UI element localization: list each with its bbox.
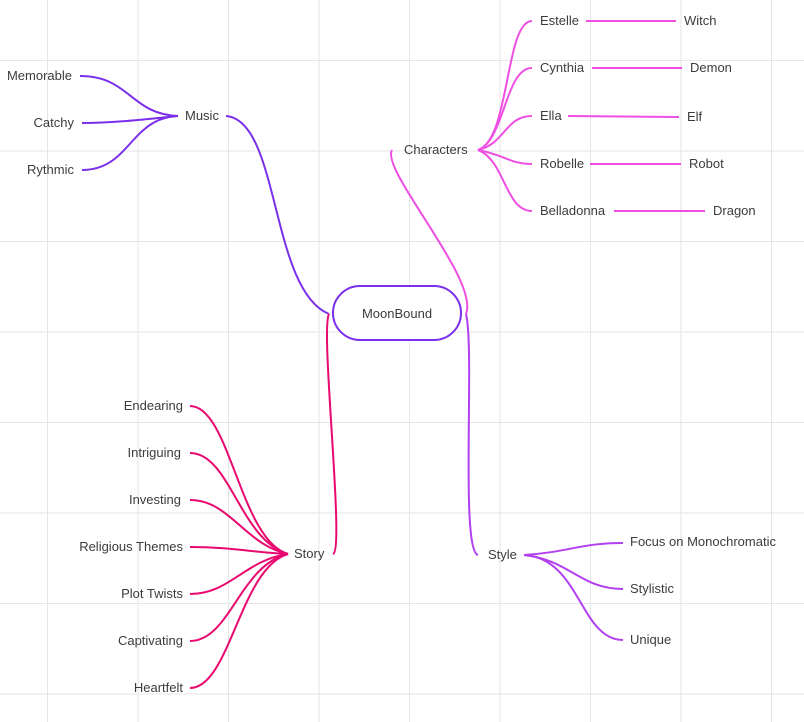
node-char-dragon[interactable]: Dragon [713,203,756,218]
node-story-investing[interactable]: Investing [128,492,181,507]
node-story-captivating[interactable]: Captivating [117,633,183,648]
connector-style-unique [523,554,624,641]
connector-style-stylistic [523,554,624,590]
node-music-rythmic[interactable]: Rythmic [27,162,74,177]
connector-story-endearing [189,405,289,555]
connector-style-monochromatic [523,542,624,556]
connector-char-ella [477,115,533,151]
root-node[interactable]: MoonBound [332,285,462,341]
node-char-estelle[interactable]: Estelle [540,13,580,28]
connector-char-belladonna [477,149,533,212]
node-story-religious-themes[interactable]: Religious Themes [79,539,183,554]
node-char-robelle[interactable]: Robelle [540,156,585,171]
node-style[interactable]: Style [488,547,517,562]
connector-story-intriguing [189,452,289,555]
connector-story-captivating [189,553,289,642]
node-char-cynthia[interactable]: Cynthia [540,60,585,75]
node-music-catchy[interactable]: Catchy [33,115,74,130]
node-style-monochromatic[interactable]: Focus on Monochromatic [630,534,776,549]
connector-story [326,313,338,555]
node-music[interactable]: Music [185,108,219,123]
connector-char-robelle [477,149,533,165]
node-story-plot-twists[interactable]: Plot Twists [121,586,183,601]
node-style-unique[interactable]: Unique [630,632,672,647]
node-music-memorable[interactable]: Memorable [6,68,72,83]
node-char-ella[interactable]: Ella [540,108,562,123]
node-char-witch[interactable]: Witch [684,13,717,28]
node-style-stylistic[interactable]: Stylistic [630,581,675,596]
root-label: MoonBound [361,305,433,321]
node-char-belladonna[interactable]: Belladonna [540,203,606,218]
node-story[interactable]: Story [294,546,325,561]
connector-music-catchy [81,115,179,124]
node-characters[interactable]: Characters [404,142,468,157]
node-story-intriguing[interactable]: Intriguing [127,445,181,460]
connector-story-heartfelt [189,553,289,689]
connector-story-religious [189,546,289,555]
node-char-elf[interactable]: Elf [687,109,703,124]
connector-music [225,115,330,315]
node-char-robot[interactable]: Robot [689,156,724,171]
connector-char-cynthia [477,67,533,151]
connector-characters [390,149,469,315]
node-char-demon[interactable]: Demon [690,60,732,75]
node-story-endearing[interactable]: Endearing [123,398,183,413]
connector-story-plottwists [189,553,289,595]
connector-style [465,313,479,556]
connector-ella-elf [567,115,680,118]
connector-music-memorable [79,75,179,117]
node-story-heartfelt[interactable]: Heartfelt [133,680,183,695]
connector-music-rythmic [81,115,179,171]
connector-story-investing [189,499,289,555]
